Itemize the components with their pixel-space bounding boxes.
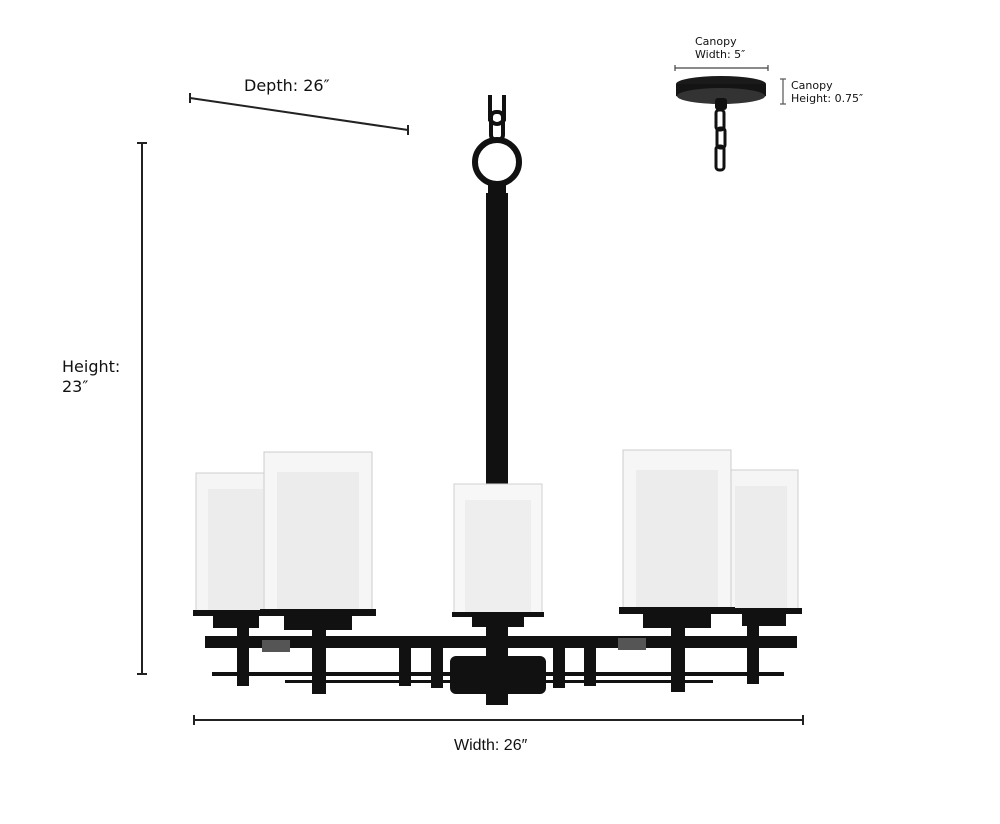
height-label-line2: 23″ [62,377,89,396]
canopy-height-label-line2: Height: 0.75″ [791,92,864,105]
canopy-width-label-line1: Canopy [695,35,737,48]
canopy-height-label-line1: Canopy [791,79,833,92]
shade-center [452,483,544,627]
depth-label: Depth: 26″ [244,76,330,95]
frame-arms [205,624,797,694]
width-dimension-line [193,715,804,725]
height-dimension-line [137,142,147,675]
ring-collar [488,182,506,196]
down-rod [486,193,508,705]
height-label-line1: Height: [62,357,121,376]
canopy-width-dimension-line [674,65,769,71]
canopy-detail [676,76,766,172]
canopy-width-label-line2: Width: 5″ [695,48,746,61]
shade-back-right [722,469,802,626]
shade-back-left [193,472,275,628]
width-label: Width: 26″ [454,737,528,754]
hanging-ring [472,137,522,187]
shade-front-left [260,451,376,630]
chain [488,95,506,142]
shade-front-right [619,449,735,628]
depth-dimension-line [189,93,409,135]
canopy-height-dimension-line [780,78,786,105]
